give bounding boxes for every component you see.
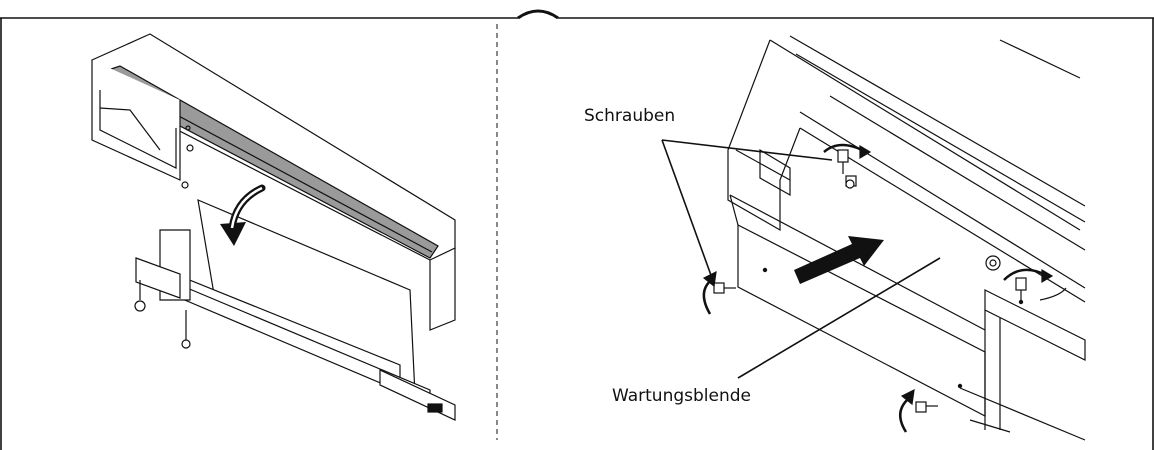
right-panel-machine: [727, 35, 1086, 441]
screw-right-icon: [1003, 268, 1054, 300]
cover-open-arrow-icon: [220, 184, 266, 246]
screws-label: Schrauben: [584, 106, 676, 126]
maintenance-cover-label: Wartungsblende: [612, 386, 751, 406]
screw-top-icon: [823, 143, 872, 174]
left-panel-printer: [91, 33, 456, 421]
screw-bottom-icon: [899, 388, 938, 433]
push-arrow-icon: [794, 236, 884, 284]
callout-leader-lines: [661, 139, 941, 379]
screw-left-icon: [702, 270, 736, 315]
figure-frame: [0, 9, 1154, 450]
